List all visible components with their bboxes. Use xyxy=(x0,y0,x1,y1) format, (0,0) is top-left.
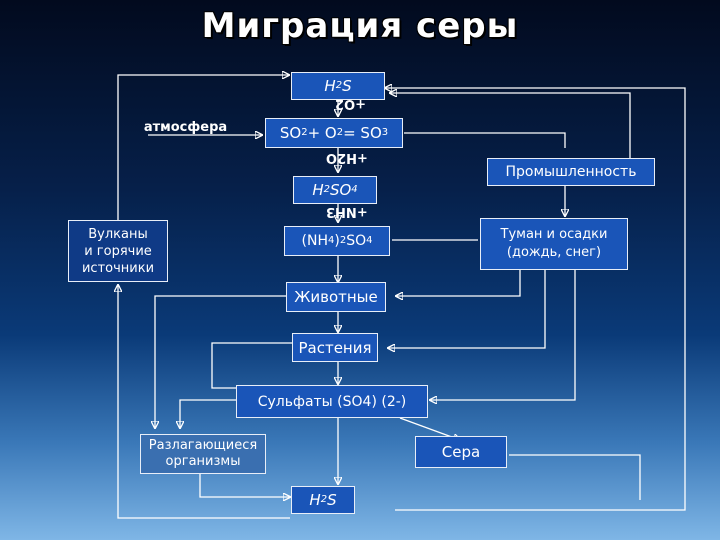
decomposing-text: Разлагающиеся организмы xyxy=(148,438,258,469)
plus-h2o-text: +H2O xyxy=(326,150,368,165)
line-industry-h2s xyxy=(390,93,631,158)
sulfur-text: Сера xyxy=(441,443,481,461)
so2-s3: 3 xyxy=(381,127,389,138)
line-so2-industry xyxy=(404,132,566,148)
line-sulfur-right xyxy=(509,454,641,500)
line-outer-left xyxy=(118,285,290,519)
plus-o2-text: +O2 xyxy=(335,96,366,111)
line-fog-sulfates xyxy=(430,270,576,400)
label-plus-nh3: +NH3 xyxy=(326,204,368,219)
line-fog-animals xyxy=(396,270,521,296)
line-fog-plants xyxy=(388,270,546,348)
h2s-top-text: H xyxy=(324,77,336,95)
plants-node: Растения xyxy=(292,333,378,362)
atmosphere-text: атмосфера xyxy=(143,120,228,135)
nh4-t1: (NH xyxy=(301,233,328,249)
so2-t2: + O xyxy=(307,124,337,142)
h2s-top-sub: 2 xyxy=(335,80,343,91)
decomposing-node: Разлагающиеся организмы xyxy=(140,434,266,474)
h2so4-s1: 2 xyxy=(323,184,330,195)
line-plants-decomposing xyxy=(211,342,292,389)
atmosphere-label: атмосфера xyxy=(118,118,253,138)
diagram-title: Миграция серы xyxy=(201,6,519,46)
nh4-t3: SO xyxy=(346,233,367,249)
h2s-bottom-t1: H xyxy=(309,491,321,509)
so2-t1: SO xyxy=(279,124,302,142)
nh4-s1: 4 xyxy=(327,235,335,246)
plants-text: Растения xyxy=(298,338,372,357)
h2s-top-text-2: S xyxy=(342,77,352,95)
fog-text: Туман и осадки (дождь, снег) xyxy=(500,227,608,260)
fog-precipitation-node: Туман и осадки (дождь, снег) xyxy=(480,218,628,270)
sulfates-node: Сульфаты (SO4) (2-) xyxy=(236,385,428,418)
h2so4-t1: H xyxy=(312,181,324,199)
so2-t3: = SO xyxy=(343,124,382,142)
nh4-t2: ) xyxy=(334,233,340,249)
line-decomposing-h2s xyxy=(199,470,290,497)
volcanoes-node: Вулканы и горячие источники xyxy=(68,220,168,282)
h2s-bottom-t2: S xyxy=(327,491,337,509)
animals-text: Животные xyxy=(294,288,378,306)
nh4-s2: 2 xyxy=(339,235,347,246)
line-sulfates-decomposing xyxy=(180,399,238,428)
line-volcano-to-h2s xyxy=(117,75,289,220)
h2s-bottom-sub: 2 xyxy=(320,494,328,505)
nh4-s3: 4 xyxy=(366,235,373,246)
line-outer-right xyxy=(385,88,686,511)
h2so4-s2: 4 xyxy=(351,184,358,195)
label-plus-h2o: +H2O xyxy=(326,150,368,165)
plus-nh3-text: +NH3 xyxy=(326,204,368,219)
volcanoes-text: Вулканы и горячие источники xyxy=(81,226,155,276)
animals-node: Животные xyxy=(286,282,386,312)
industry-node: Промышленность xyxy=(487,158,655,186)
so2-s1: 2 xyxy=(301,127,308,138)
industry-text: Промышленность xyxy=(505,164,637,180)
line-animals-decomposing xyxy=(155,295,286,428)
sulfates-text: Сульфаты (SO4) (2-) xyxy=(257,393,407,410)
sulfur-node: Сера xyxy=(415,436,507,468)
h2so4-t2: SO xyxy=(329,181,352,199)
so2-s2: 2 xyxy=(336,127,344,138)
label-plus-o2: +O2 xyxy=(335,96,366,111)
